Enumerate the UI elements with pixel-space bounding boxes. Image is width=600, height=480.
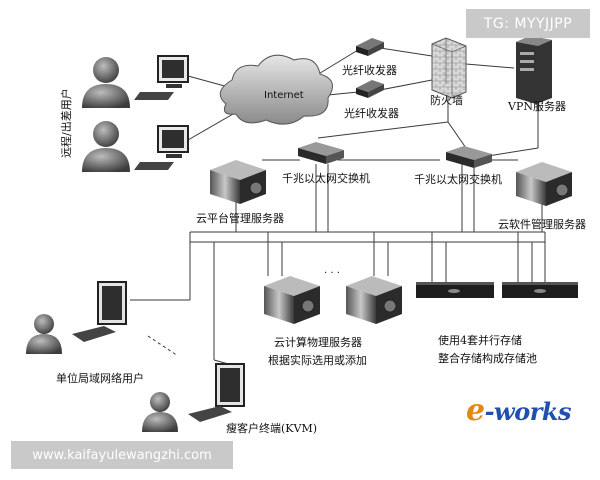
cloud-platform-server-icon (210, 160, 266, 204)
compute-servers-label-line1: 云计算物理服务器 (274, 335, 362, 349)
cloud-platform-server-label: 云平台管理服务器 (196, 211, 284, 225)
storage-label-line2: 整合存储构成存储池 (438, 351, 537, 365)
vpn-server-label: VPN服务器 (507, 100, 566, 113)
internet-cloud-icon (219, 54, 333, 125)
storage-array-1-icon (416, 282, 494, 298)
lan-user-person-icon (26, 314, 62, 354)
remote-pc-1-icon (134, 55, 189, 100)
gigabit-switch-1-label: 千兆以太网交换机 (282, 171, 370, 185)
thin-client-terminal-icon (188, 363, 245, 422)
eworks-logo: e-works (466, 393, 572, 428)
firewall-label: 防火墙 (430, 93, 463, 107)
bottom-watermark-badge: www.kaifayulewangzhi.com (11, 441, 233, 469)
cloud-software-server-icon (516, 162, 572, 206)
storage-label-line1: 使用4套并行存储 (438, 333, 522, 347)
remote-pc-2-icon (134, 125, 189, 170)
gigabit-switch-2-label: 千兆以太网交换机 (414, 172, 502, 186)
fiber-transceiver-2-label: 光纤收发器 (344, 106, 399, 120)
cloud-software-server-label: 云软件管理服务器 (498, 217, 586, 231)
compute-servers-label-line2: 根据实际选用或添加 (268, 353, 367, 367)
vpn-server-icon (516, 36, 552, 104)
firewall-icon (431, 37, 467, 99)
remote-user-2 (82, 121, 130, 172)
fiber-transceiver-1-icon (356, 38, 384, 56)
storage-array-2-icon (502, 282, 578, 298)
connection-lines (130, 47, 546, 366)
compute-server-2-icon (346, 276, 402, 324)
gigabit-switch-2-icon (446, 146, 492, 168)
lan-users-label: 单位局域网络用户 (56, 371, 144, 385)
gigabit-switch-1-icon (298, 142, 344, 164)
fiber-transceiver-2-icon (356, 80, 384, 98)
ellipsis-dots: · · · (324, 268, 340, 279)
lan-user-pc-icon (72, 281, 127, 342)
compute-server-1-icon (264, 276, 320, 324)
thin-client-person-icon (142, 392, 178, 432)
internet-label: Internet (264, 90, 304, 101)
thin-client-label: 瘦客户终端(KVM) (226, 421, 317, 435)
remote-users-label: 远程/出差用户 (59, 88, 73, 158)
fiber-transceiver-1-label: 光纤收发器 (342, 63, 397, 77)
top-watermark-badge: TG: MYYJJPP (466, 9, 590, 38)
remote-user-1 (82, 57, 130, 108)
